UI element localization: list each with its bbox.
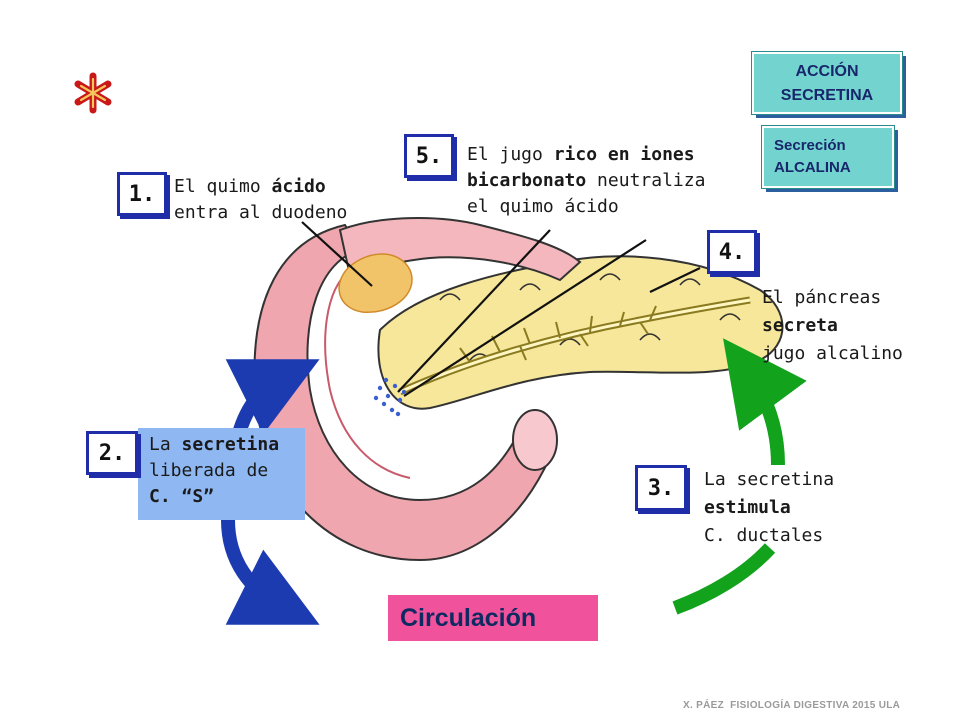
- footer-credit: X. PÁEZ FISIOLOGÍA DIGESTIVA 2015 ULA: [683, 700, 901, 711]
- accion-line2: SECRETINA: [780, 87, 874, 104]
- accion-secretina-box: ACCIÓN SECRETINA: [751, 51, 903, 115]
- step-3-line3: C. ductales: [704, 525, 824, 546]
- step-1-text: El quimo ácido entra al duodeno: [174, 174, 347, 226]
- step-5-line3: el quimo ácido: [467, 196, 619, 217]
- green-arrow-lower: [672, 543, 776, 615]
- red-asterisk-icon: [72, 72, 114, 114]
- step-2-highlight: [138, 428, 305, 520]
- blue-arrow-upper: [225, 359, 320, 435]
- step-5-number: 5.: [404, 134, 454, 178]
- step-5-text: El jugo rico en iones bicarbonato neutra…: [467, 142, 705, 220]
- step-2-line1a: La: [149, 434, 182, 455]
- step-5-line2a: bicarbonato: [467, 170, 587, 191]
- step-5-line1b: rico en iones: [553, 144, 695, 165]
- step-4-line2: secreta: [762, 315, 838, 336]
- step-2-line3: C. “S”: [149, 486, 215, 507]
- step-2-line1b: secretina: [181, 434, 280, 455]
- accion-line1: ACCIÓN: [795, 63, 859, 80]
- green-arrow-upper: [723, 338, 807, 466]
- step-1-line1b: ácido: [271, 176, 326, 197]
- step-4-line3: jugo alcalino: [762, 343, 903, 364]
- step-3-line1: La secretina: [704, 469, 835, 490]
- step-4-number: 4.: [707, 230, 757, 274]
- pointer-lines: [301, 221, 701, 397]
- step-4-text: El páncreas secreta jugo alcalino: [762, 284, 903, 368]
- step-5-line1a: El jugo: [467, 144, 554, 165]
- step-2-text: La secretina liberada de C. “S”: [149, 432, 279, 510]
- step-2-number: 2.: [86, 431, 138, 475]
- secrecion-alcalina-box: Secreción ALCALINA: [761, 125, 895, 189]
- circulation-label: Circulación: [388, 595, 598, 641]
- step-2-line2: liberada de: [149, 460, 269, 481]
- step-1-line1a: El quimo: [174, 176, 272, 197]
- step-4-line1: El páncreas: [762, 287, 882, 308]
- step-3-text: La secretina estimula C. ductales: [704, 466, 834, 550]
- blue-arrow-lower: [221, 519, 320, 625]
- step-3-line2: estimula: [704, 497, 791, 518]
- step-1-number: 1.: [117, 172, 167, 216]
- step-5-line2b: neutraliza: [586, 170, 706, 191]
- step-1-line2: entra al duodeno: [174, 202, 348, 223]
- secrecion-line2: ALCALINA: [774, 159, 851, 176]
- step-3-number: 3.: [635, 465, 687, 511]
- duodenum-shape: [253, 217, 582, 562]
- secrecion-line1: Secreción: [774, 137, 846, 154]
